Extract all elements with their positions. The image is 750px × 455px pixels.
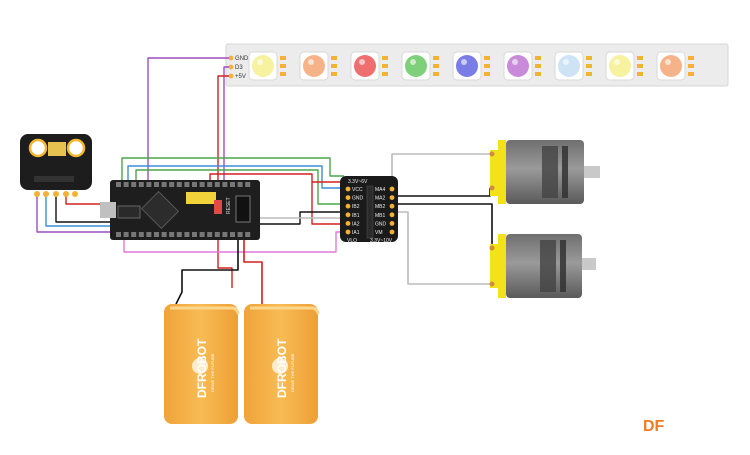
controller-reset-label: RESET (226, 197, 232, 214)
wires (36, 57, 493, 305)
battery-2-brand: DFROBOT (275, 338, 289, 398)
driver-left-pin-label: GND (352, 196, 364, 202)
led-5 (452, 51, 490, 81)
driver-right-pin-dot (389, 203, 395, 209)
driver-right-pin-label: VM (375, 230, 383, 236)
led-pin-5v: +5V (235, 74, 246, 80)
wire-pink-bottom (123, 231, 344, 253)
driver-right-pin-dot (389, 212, 395, 218)
wire-motor1-black (392, 188, 491, 197)
wire-red-top (209, 173, 344, 225)
wire-sensor-red (65, 196, 110, 205)
df-logo: DF (643, 418, 665, 435)
driver-left-pin-label: IA2 (352, 221, 360, 227)
led-4 (401, 51, 439, 81)
driver-bottom-left: VLO (347, 238, 357, 244)
wire-sensor-purple (36, 196, 110, 233)
driver-right-pin-label: MA2 (375, 196, 386, 202)
battery-2-tagline: DRIVE THE FUTURE (290, 353, 295, 392)
wire-blue-top (127, 165, 344, 189)
controller-board: RESET (100, 180, 260, 240)
battery-pack-1: DFROBOT DRIVE THE FUTURE (164, 304, 240, 424)
driver-right-pin-dot (389, 186, 395, 192)
led-pin-d3: D3 (235, 65, 243, 71)
sensor-module (20, 134, 92, 197)
motor-1 (489, 140, 600, 204)
driver-right-pin-dot (389, 229, 395, 235)
led-1 (248, 51, 286, 81)
led-6 (503, 51, 541, 81)
driver-right-pin-dot (389, 195, 395, 201)
wire-led-gnd (147, 57, 229, 182)
driver-right-pin-label: GND (375, 221, 387, 227)
motor-2 (489, 234, 596, 298)
driver-left-pin-dot (345, 186, 351, 192)
controller-pin-headers (116, 182, 251, 237)
led-9 (656, 51, 694, 81)
wire-battery-black (175, 238, 239, 305)
led-pin-gnd: GND (235, 56, 249, 62)
driver-right-pin-dot (389, 221, 395, 226)
driver-right-pin-label: MB1 (375, 213, 386, 219)
wire-green-2 (135, 169, 344, 205)
wire-motor1-white (391, 153, 492, 186)
wire-led-5v (217, 75, 233, 288)
driver-left-pin-label: IB1 (352, 213, 360, 219)
battery-1-tagline: DRIVE THE FUTURE (210, 353, 215, 392)
wire-sensor-black (55, 196, 110, 223)
led-2 (299, 51, 337, 81)
led-7 (554, 51, 592, 81)
driver-left-pin-dot (345, 229, 351, 235)
driver-left-pin-dot (345, 212, 351, 218)
wire-green-top (121, 157, 344, 185)
battery-1-brand: DFROBOT (195, 338, 209, 398)
driver-left-pin-label: IB2 (352, 204, 360, 210)
wire-sensor-blue (45, 196, 110, 227)
wire-motor2-black (392, 203, 493, 248)
battery-pack-2: DFROBOT DRIVE THE FUTURE (244, 304, 320, 424)
led-8 (605, 51, 643, 81)
driver-left-pin-dot (345, 203, 351, 209)
driver-bottom-right: 3.3V~10V (370, 238, 393, 244)
led-strip: GND D3 +5V (225, 43, 729, 87)
led-cells (248, 51, 694, 81)
driver-left-pin-dot (345, 195, 351, 201)
driver-right-pin-label: MB2 (375, 204, 386, 210)
driver-left-pin-label: IA1 (352, 230, 360, 236)
driver-left-pin-label: VCC (352, 187, 363, 193)
wire-battery-red (243, 238, 263, 304)
led-3 (350, 51, 388, 81)
driver-right-pin-label: MA4 (375, 187, 386, 193)
wire-motor2-white (392, 211, 492, 285)
led-strip-pin-labels: GND D3 +5V (228, 55, 249, 80)
driver-header-label: 3.3V~6V (348, 179, 368, 185)
driver-left-pin-dot (345, 221, 351, 226)
